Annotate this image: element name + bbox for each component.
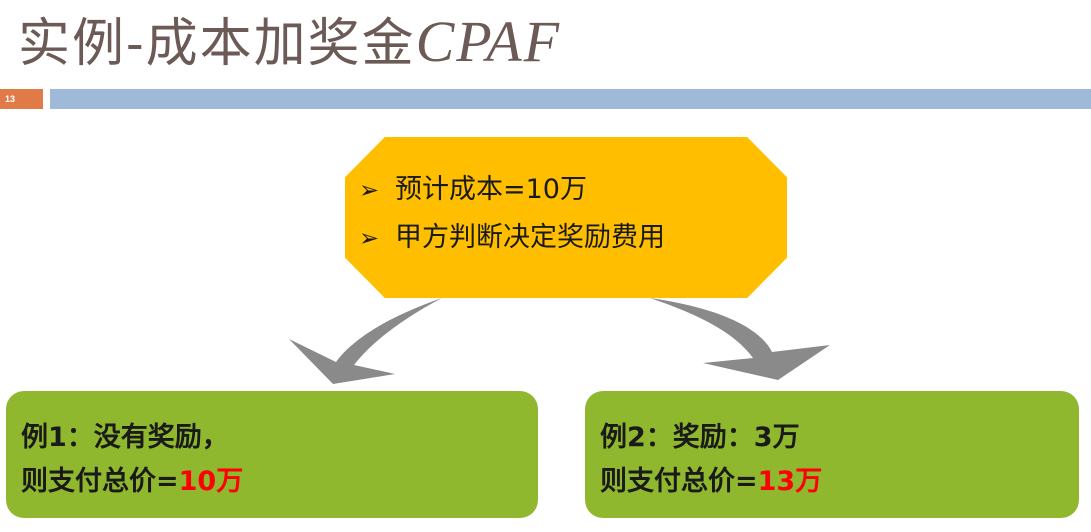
total-price-label: 则支付总价=: [600, 466, 758, 497]
center-box: ➢ 预计成本=10万 ➢ 甲方判断决定奖励费用: [345, 137, 787, 298]
total-price-amount: 13: [757, 466, 796, 497]
total-price-label: 则支付总价=: [21, 466, 179, 497]
total-price-unit: 万: [216, 466, 244, 497]
example-card-left: 例1：没有奖励， 则支付总价=10万: [6, 391, 538, 518]
example-card-right: 例2：奖励：3万 则支付总价=13万: [585, 391, 1079, 518]
center-box-item-text: 甲方判断决定奖励费用: [395, 222, 665, 253]
example-left-line2: 则支付总价=10万: [21, 459, 243, 498]
slide-title: 实例-成本加奖金CPAF: [18, 2, 561, 84]
example-left-line1: 例1：没有奖励，: [21, 422, 229, 453]
title-rule: [50, 89, 1091, 109]
example-right-line2: 则支付总价=13万: [600, 459, 822, 498]
slide-number: 13: [0, 89, 43, 109]
center-box-item-text: 预计成本=10万: [395, 174, 587, 205]
arrow-bullet-icon: ➢: [359, 224, 380, 252]
total-price-amount: 10: [178, 466, 217, 497]
arrow-bullet-icon: ➢: [359, 176, 380, 204]
slide-title-cn: 实例-成本加奖金: [18, 14, 416, 74]
left-curved-arrow-icon: [289, 298, 442, 384]
center-box-item: ➢ 甲方判断决定奖励费用: [359, 215, 665, 254]
right-curved-arrow-icon: [650, 298, 830, 380]
total-price-unit: 万: [795, 466, 823, 497]
example-right-line1: 例2：奖励：3万: [600, 422, 800, 453]
slide-title-latin: CPAF: [415, 9, 562, 74]
center-box-item: ➢ 预计成本=10万: [359, 167, 587, 206]
